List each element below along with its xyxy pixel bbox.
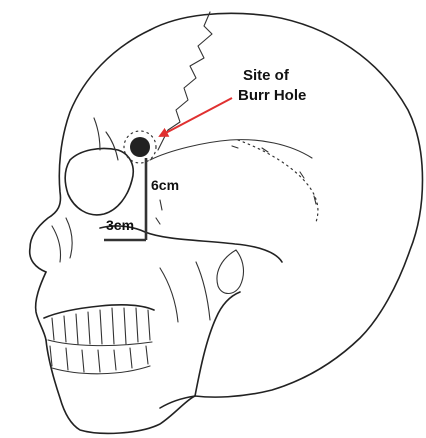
site-label-line2: Burr Hole <box>238 87 306 104</box>
vertical-measure-label: 6cm <box>151 177 179 193</box>
burr-hole-arrow <box>160 98 232 136</box>
skull-outline <box>30 12 423 433</box>
burr-hole-marker <box>130 137 150 157</box>
horizontal-measure-label: 3cm <box>106 217 134 233</box>
site-label-line1: Site of <box>243 67 290 84</box>
